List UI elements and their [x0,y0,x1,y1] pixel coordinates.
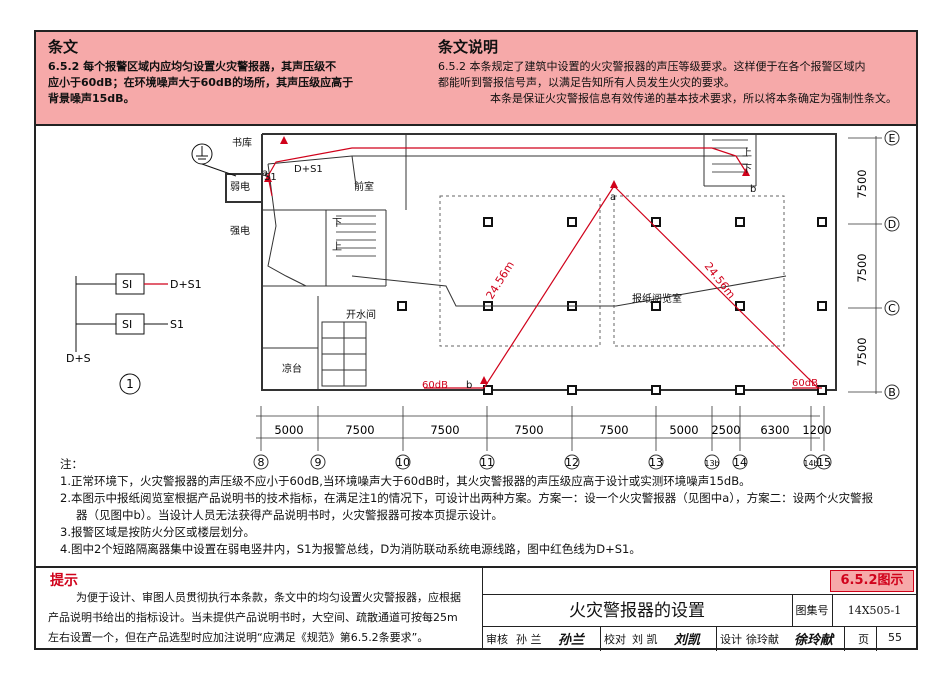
reviewer-signature: 孙兰 [558,633,585,648]
clause-header: 条文 6.5.2 每个报警区域内应均匀设置火灾警报器，其声压级不 应小于60dB… [36,32,916,126]
col-dim: 5000 [669,423,698,437]
note-1: 1.正常环境下，火灾警报器的声压级不应小于60dB,当环境噪声大于60dB时，其… [60,474,751,488]
si-label-top: SI [122,278,132,291]
line-label-s1: S1 [264,172,277,183]
notes: 注： 1.正常环境下，火灾警报器的声压级不应小于60dB,当环境噪声大于60dB… [60,456,900,558]
explanation-text-3: 本条是保证火灾警报信息有效传递的基本技术要求，所以将本条确定为强制性条文。 [490,92,897,105]
note-3: 3.报警区域是按防火分区或楼层划分。 [60,525,255,539]
explanation-text-2: 都能听到警报信号声，以满足告知所有人员发生火灾的要求。 [438,76,735,89]
clause-heading: 条文 [48,38,79,56]
point-label: a [610,192,616,203]
grid-col-label: 15 [817,456,831,469]
stair-down-2: 下 [742,164,752,175]
clause-column: 条文 6.5.2 每个报警区域内应均匀设置火灾警报器，其声压级不 应小于60dB… [48,36,418,107]
checker-signature: 刘凯 [674,633,701,648]
row-dim: 7500 [855,337,869,366]
tip-box: 提示 为便于设计、审图人员贯彻执行本条款，条文中的均匀设置火灾警报器，应根据 产… [36,566,483,650]
page-label: 页 [858,633,869,646]
point-label: a [262,168,268,179]
radius-label: 24.56m [484,259,517,302]
explanation-heading: 条文说明 [438,38,499,56]
col-dim: 5000 [274,423,303,437]
note-2b: 器（见图中b）。当设计人员无法获得产品说明书时，火灾警报器可按本页提示设计。 [76,508,504,522]
si-out-s1: S1 [170,318,184,331]
room-label-cool: 凉台 [282,362,302,375]
clause-text-3: 背景噪声15dB。 [48,92,135,105]
room-label-reading: 报纸阅览室 [632,292,682,305]
grid-col-label: 8 [258,456,265,469]
room-label-front: 前室 [354,180,374,193]
col-dim: 7500 [599,423,628,437]
tip-title: 提示 [50,573,78,589]
line-label-ds1: D+S1 [294,164,323,175]
reviewer-name: 孙 兰 [516,633,542,646]
row-dim: 7500 [855,253,869,282]
grid-row-label: E [889,132,896,145]
room-label-library: 书库 [232,136,252,149]
drawing-title: 火灾警报器的设置 [482,594,793,627]
grid-col-label: 14 [733,456,747,469]
page-number: 55 [888,631,902,644]
grid-col-label: 10 [396,456,410,469]
grid-row-label: B [888,386,896,399]
floor-plan: 8 9 10 11 12 13 13b 14 14b 15 5000 7500 … [66,130,900,470]
review-label: 审核 [486,633,508,646]
radius-label: 24.56m [702,260,738,301]
atlas-label: 图集号 [792,594,833,627]
col-dim: 6300 [760,423,789,437]
grid-col-label: 13b [704,459,719,468]
design-label: 设计 [720,633,742,646]
atlas-number: 14X505-1 [833,594,916,627]
db-label: 60dB [792,378,818,389]
room-label-weak: 弱电 [230,180,250,193]
stair-up-2: 上 [742,147,752,159]
legend-number: 1 [126,377,134,391]
check-label: 校对 [604,633,626,646]
row-dim: 7500 [855,169,869,198]
designer-signature: 徐玲献 [794,633,834,648]
clause-text-2: 应小于60dB；在环境噪声大于60dB的场所，其声压级应高于 [48,76,354,89]
tip-line-3: 左右设置一个，但在产品选型时应加注说明“应满足《规范》第6.5.2条要求”。 [48,631,429,644]
point-label: b [750,184,756,195]
si-in-ds: D+S [66,352,91,365]
note-4: 4.图中2个短路隔离器集中设置在弱电竖井内，S1为报警总线，D为消防联动系统电源… [60,542,641,556]
tip-line-2: 产品说明书给出的指标设计。当未提供产品说明书时，大空间、疏散通道可按每25m [48,611,458,624]
room-label-strong: 强电 [230,224,250,237]
col-dim: 2500 [711,423,740,437]
si-out-ds1: D+S1 [170,278,202,291]
col-dim: 7500 [430,423,459,437]
clause-text-1: 6.5.2 每个报警区域内应均匀设置火灾警报器，其声压级不 [48,60,337,73]
explanation-column: 条文说明 6.5.2 本条规定了建筑中设置的火灾警报器的声压等级要求。这样便于在… [438,36,908,107]
room-label-water: 开水间 [346,308,376,321]
grid-col-label: 11 [480,456,494,469]
grid-row-label: D [888,218,896,231]
grid-col-label: 12 [565,456,579,469]
si-label-bottom: SI [122,318,132,331]
col-dim: 7500 [514,423,543,437]
explanation-text-1: 6.5.2 本条规定了建筑中设置的火灾警报器的声压等级要求。这样便于在各个报警区… [438,60,866,73]
title-block: 6.5.2图示 火灾警报器的设置 图集号 14X505-1 审核 孙 兰 孙兰 … [482,566,916,651]
grid-col-label: 9 [315,456,322,469]
notes-title: 注： [60,457,83,471]
stair-down: 下 [332,218,342,229]
grid-row-label: C [888,302,896,315]
signature-row: 审核 孙 兰 孙兰 校对 刘 凯 刘凯 设计 徐玲献 徐玲献 页 55 [482,626,916,651]
grid-col-label: 13 [649,456,663,469]
stair-up: 上 [332,241,342,253]
db-label: 60dB [422,380,448,391]
designer-name: 徐玲献 [746,633,779,646]
grid-col-label: 14b [803,459,818,468]
page-frame [34,30,918,650]
tip-line-1: 为便于设计、审图人员贯彻执行本条款，条文中的均匀设置火灾警报器，应根据 [76,591,461,604]
note-2a: 2.本图示中报纸阅览室根据产品说明书的技术指标，在满足注1的情况下，可设计出两种… [60,491,874,505]
figure-tag: 6.5.2图示 [830,570,914,592]
col-dim: 1200 [802,423,831,437]
col-dim: 7500 [345,423,374,437]
checker-name: 刘 凯 [632,633,658,646]
point-label: b [466,380,472,391]
